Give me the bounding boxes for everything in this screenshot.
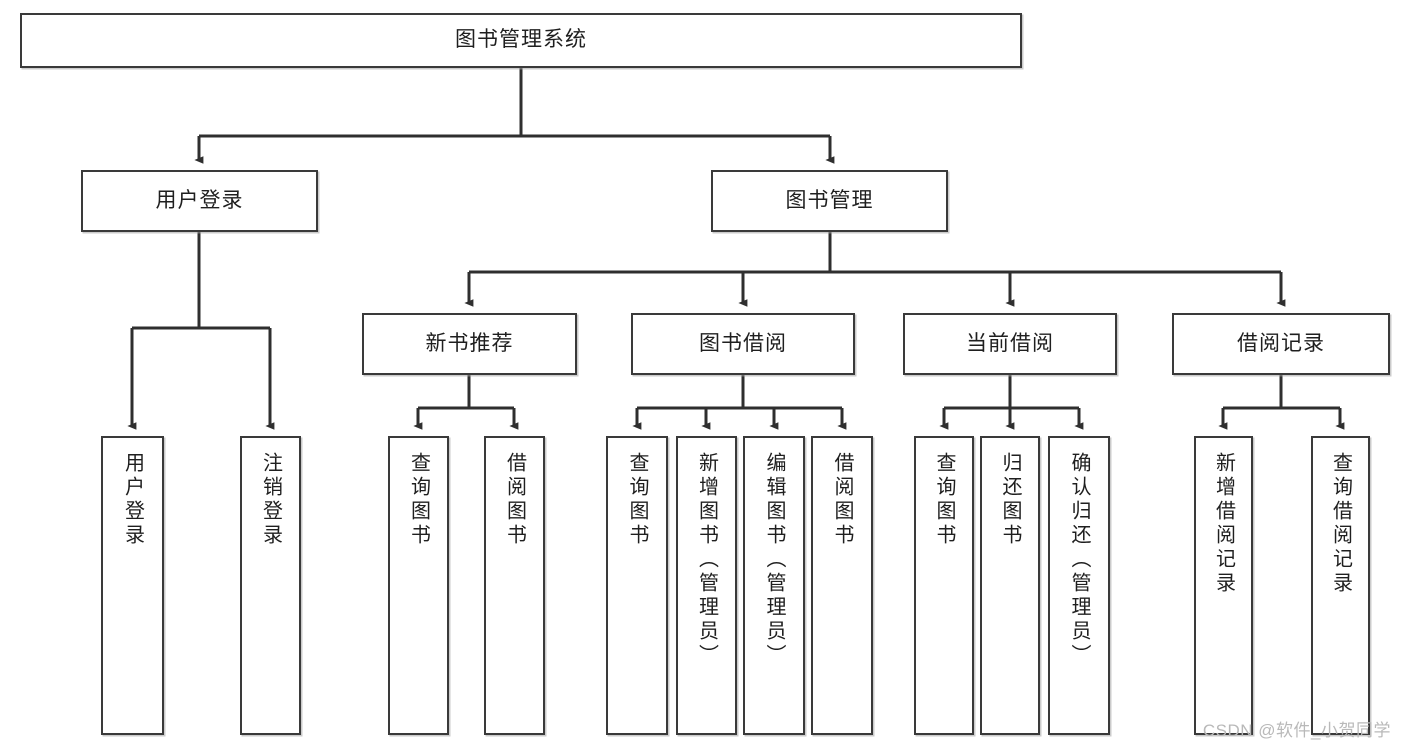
leaf-confirm-return-admin[interactable]: 确认归还（管理员） xyxy=(1048,436,1110,735)
leaf-query-book-borrow-label: 查询图书 xyxy=(626,452,648,548)
leaf-borrow-book-label: 借阅图书 xyxy=(831,452,853,548)
leaf-user-login[interactable]: 用户登录 xyxy=(101,436,164,735)
node-book-borrow[interactable]: 图书借阅 xyxy=(631,313,855,375)
leaf-user-login-label: 用户登录 xyxy=(121,452,144,548)
leaf-return-book-label: 归还图书 xyxy=(999,452,1021,548)
leaf-add-book-admin-label: 新增图书（管理员） xyxy=(695,452,718,668)
leaf-edit-book-admin-label: 编辑图书（管理员） xyxy=(763,452,785,668)
leaf-query-book-recommend-label: 查询图书 xyxy=(407,452,430,548)
leaf-query-borrow-record-label: 查询借阅记录 xyxy=(1329,452,1352,596)
node-book-management-label: 图书管理 xyxy=(785,188,874,212)
node-borrow-records-label: 借阅记录 xyxy=(1237,331,1325,355)
leaf-add-book-admin[interactable]: 新增图书（管理员） xyxy=(676,436,737,735)
node-root[interactable]: 图书管理系统 xyxy=(20,13,1022,68)
node-user-login-label: 用户登录 xyxy=(155,188,244,212)
leaf-query-borrow-record[interactable]: 查询借阅记录 xyxy=(1311,436,1370,735)
leaf-borrow-book-recommend-label: 借阅图书 xyxy=(503,452,526,548)
node-new-book-recommend[interactable]: 新书推荐 xyxy=(362,313,577,375)
node-root-label: 图书管理系统 xyxy=(455,28,587,52)
leaf-query-book-borrow[interactable]: 查询图书 xyxy=(606,436,668,735)
leaf-add-borrow-record[interactable]: 新增借阅记录 xyxy=(1194,436,1253,735)
node-current-borrow[interactable]: 当前借阅 xyxy=(903,313,1117,375)
node-current-borrow-label: 当前借阅 xyxy=(966,331,1054,355)
leaf-query-book-current-label: 查询图书 xyxy=(933,452,955,548)
leaf-confirm-return-admin-label: 确认归还（管理员） xyxy=(1068,452,1090,668)
leaf-return-book[interactable]: 归还图书 xyxy=(980,436,1040,735)
node-borrow-records[interactable]: 借阅记录 xyxy=(1172,313,1390,375)
node-book-borrow-label: 图书借阅 xyxy=(699,331,787,355)
node-user-login[interactable]: 用户登录 xyxy=(81,170,318,232)
leaf-logout-label: 注销登录 xyxy=(259,452,282,548)
leaf-query-book-recommend[interactable]: 查询图书 xyxy=(388,436,449,735)
leaf-edit-book-admin[interactable]: 编辑图书（管理员） xyxy=(743,436,805,735)
node-book-management[interactable]: 图书管理 xyxy=(711,170,948,232)
leaf-add-borrow-record-label: 新增借阅记录 xyxy=(1212,452,1235,596)
watermark-text: CSDN @软件_小贺同学 xyxy=(1202,721,1391,740)
leaf-query-book-current[interactable]: 查询图书 xyxy=(914,436,974,735)
node-new-book-recommend-label: 新书推荐 xyxy=(425,331,514,355)
leaf-borrow-book-recommend[interactable]: 借阅图书 xyxy=(484,436,545,735)
leaf-borrow-book[interactable]: 借阅图书 xyxy=(811,436,873,735)
leaf-logout[interactable]: 注销登录 xyxy=(240,436,301,735)
